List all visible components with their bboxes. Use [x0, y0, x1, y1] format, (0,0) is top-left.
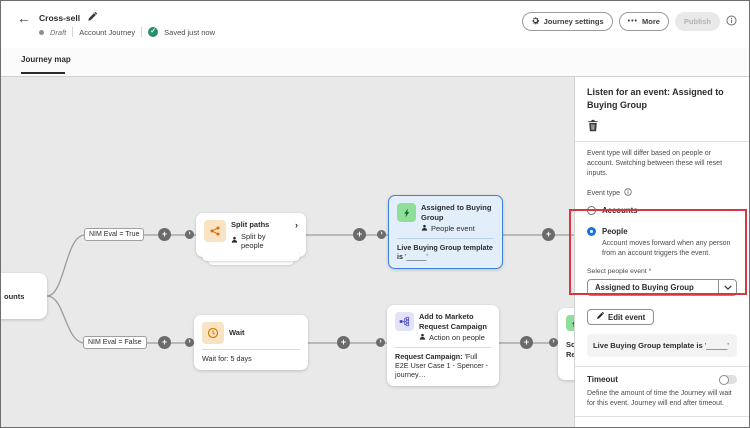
journey-settings-button[interactable]: Journey settings	[521, 12, 613, 31]
person-icon	[419, 333, 426, 342]
saved-status-text: Saved just now	[164, 27, 216, 37]
event-type-description: Event type will differ based on people o…	[587, 150, 723, 177]
chevron-down-icon[interactable]	[718, 280, 736, 295]
journey-settings-label: Journey settings	[543, 17, 604, 26]
edit-title-pencil-icon[interactable]	[87, 9, 98, 27]
node-detail: Wait for: 5 days	[202, 354, 252, 363]
radio-people[interactable]: People	[587, 227, 737, 236]
node-subtitle: People event	[431, 224, 475, 233]
node-detail: Request Campaign: 'Full E2E User Case 1 …	[395, 352, 489, 379]
page-title: Cross-sell	[39, 13, 81, 23]
back-button[interactable]: ←	[17, 10, 31, 26]
node-detail: Live Buying Group template is '_____'	[397, 243, 493, 261]
add-step-button[interactable]: +	[542, 228, 555, 241]
node-title: Split paths	[231, 220, 270, 229]
more-label: More	[641, 17, 660, 26]
divider	[575, 416, 749, 417]
connector-arrow-icon: ›	[377, 230, 386, 239]
radio-accounts-circle[interactable]	[587, 206, 596, 215]
tab-strip: Journey map	[1, 48, 749, 77]
divider	[575, 366, 749, 367]
add-step-button[interactable]: +	[353, 228, 366, 241]
node-title: ounts	[4, 291, 25, 301]
node-subtitle: Split by people	[241, 231, 266, 250]
wait-clock-icon	[202, 322, 224, 344]
node-assigned-to-buying-group[interactable]: Assigned to Buying Group People event Li…	[388, 195, 503, 269]
connector-arrow-icon: ›	[376, 338, 385, 347]
people-event-dropdown[interactable]: Assigned to Buying Group	[587, 279, 737, 296]
template-note-box: Live Buying Group template is '_____'	[587, 334, 737, 357]
publish-button[interactable]: Publish	[674, 12, 720, 31]
event-type-label: Event type	[587, 189, 621, 197]
connector-arrow-icon: ›	[185, 230, 194, 239]
pencil-icon	[596, 312, 604, 322]
connector-arrow-icon: ›	[549, 338, 558, 347]
branch-label-false: NIM Eval = False	[83, 336, 147, 349]
timeout-label: Timeout	[587, 375, 618, 384]
gear-icon	[531, 16, 540, 27]
people-option-description: Account moves forward when any person fr…	[602, 240, 731, 257]
dropdown-selected-value: Assigned to Buying Group	[595, 283, 694, 292]
timeout-description: Define the amount of time the Journey wi…	[587, 390, 732, 407]
node-split-paths[interactable]: Split paths Split by people ›	[196, 213, 306, 264]
journey-type-label: Account Journey	[79, 27, 136, 37]
node-title: Add to Marketo Request Campaign	[419, 312, 487, 331]
node-target-accounts[interactable]: ounts	[1, 273, 47, 319]
node-title: Assigned to Buying Group	[421, 203, 492, 222]
divider	[202, 349, 300, 350]
divider	[395, 347, 491, 348]
edit-event-label: Edit event	[608, 312, 646, 322]
more-dots-icon: •••	[627, 18, 638, 25]
split-paths-icon	[204, 220, 226, 242]
tab-journey-map[interactable]: Journey map	[21, 55, 71, 64]
saved-check-icon: ✓	[148, 27, 159, 37]
divider	[141, 27, 143, 37]
divider	[72, 27, 74, 37]
node-wait[interactable]: Wait Wait for: 5 days	[194, 315, 308, 370]
expand-chevron-icon[interactable]: ›	[295, 220, 298, 230]
toggle-knob	[719, 374, 729, 385]
divider	[397, 238, 494, 239]
add-step-button[interactable]: +	[158, 228, 171, 241]
draft-status-dot	[39, 29, 44, 35]
add-step-button[interactable]: +	[158, 336, 171, 349]
radio-people-circle[interactable]	[587, 227, 596, 236]
branch-label-true: NIM Eval = True	[84, 228, 145, 241]
edit-event-button[interactable]: Edit event	[587, 309, 655, 325]
node-add-to-marketo-request-campaign[interactable]: Add to Marketo Request Campaign Action o…	[387, 305, 499, 386]
event-config-panel: Listen for an event: Assigned to Buying …	[574, 77, 749, 427]
delete-event-trash-icon[interactable]	[587, 119, 600, 132]
node-subtitle: Action on people	[429, 333, 485, 342]
event-bolt-icon	[397, 203, 416, 222]
add-step-button[interactable]: +	[520, 336, 533, 349]
timeout-toggle[interactable]	[719, 374, 737, 385]
more-button[interactable]: ••• More	[618, 12, 669, 31]
status-badge: Draft	[50, 27, 67, 37]
select-people-event-label: Select people event *	[587, 268, 652, 275]
connector-arrow-icon: ›	[185, 338, 194, 347]
radio-accounts[interactable]: Accounts	[587, 206, 737, 215]
person-icon	[231, 236, 238, 245]
add-step-button[interactable]: +	[337, 336, 350, 349]
info-icon[interactable]	[726, 13, 737, 31]
radio-people-label: People	[602, 227, 628, 236]
tab-active-underline	[21, 72, 65, 74]
info-icon[interactable]	[624, 188, 632, 198]
person-icon	[421, 224, 428, 233]
divider	[575, 141, 749, 142]
marketo-action-icon	[395, 312, 414, 331]
panel-title: Listen for an event: Assigned to Buying …	[587, 87, 724, 110]
node-title: Wait	[229, 328, 245, 338]
radio-accounts-label: Accounts	[602, 206, 638, 215]
header-bar: ← Cross-sell Draft Account Journey ✓ Sav…	[1, 1, 749, 48]
